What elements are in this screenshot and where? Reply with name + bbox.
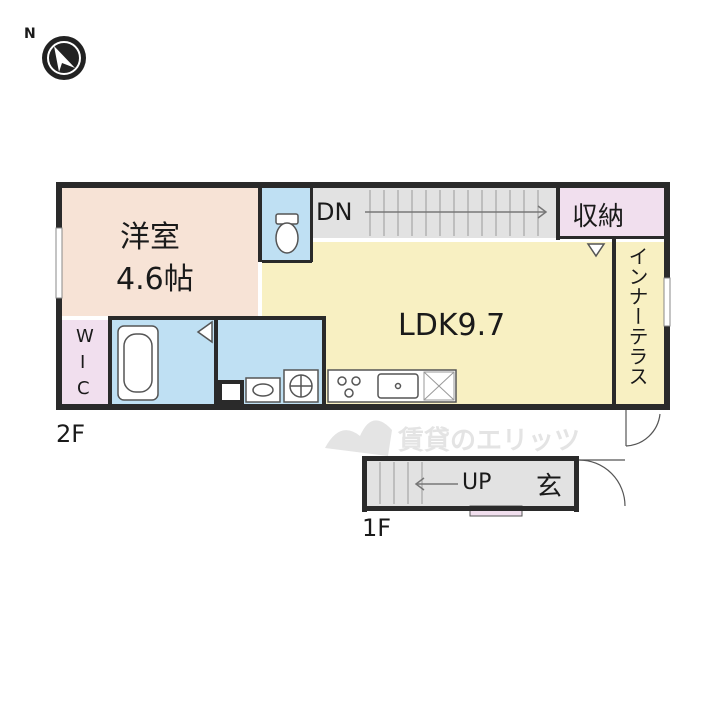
stair-treads-dn [369,190,539,236]
western-room [62,188,258,316]
western-room-size: 4.6帖 [116,262,194,297]
storage-marker-icon [586,243,606,258]
stairs-down-label: DN [316,198,353,226]
walls-1f [362,456,579,512]
stairs-up-label: UP [462,470,492,495]
storage-label: 収納 [572,202,625,232]
storage-room [560,188,664,238]
entrance-area [526,460,574,506]
stair-treads-up [379,462,423,504]
watermark-logo [325,420,392,456]
terrace-door-icon [625,410,661,447]
entrance-label: 玄 [536,472,563,502]
wic-letter-w: W [76,326,94,347]
stairs-down-area [312,188,558,238]
ldk-label: LDK9.7 [398,308,506,343]
inner-terrace-room [616,242,664,404]
washing-machine-icon [283,369,319,403]
fridge-space-icon [423,371,455,401]
wic-letter-c: C [77,378,90,399]
bathtub-icon [117,325,159,401]
washbasin-icon [245,377,281,403]
toilet-icon [275,213,299,254]
floor-2f-label: 2F [56,420,86,448]
stair-arrow-dn-icon [365,205,548,219]
windows-2f [55,227,671,327]
wic-letter-i: I [80,352,86,373]
stairs-up-area [366,460,526,506]
north-label: N [24,26,36,42]
sink-icon [377,373,419,399]
utility-block [218,380,244,404]
north-compass-icon [42,36,86,80]
entrance-door-icon [578,459,626,507]
stair-arrow-up-icon [414,477,458,491]
western-room-name: 洋室 [120,220,180,255]
floor-1f-label: 1F [362,514,392,542]
stove-icon [337,376,361,398]
inner-terrace-label: インナーテラス [625,246,649,386]
ldk-room [262,242,612,404]
wic-room [62,320,108,404]
watermark-text: 賃貸のエリッツ [398,426,581,456]
closet-marker-icon [196,320,213,344]
